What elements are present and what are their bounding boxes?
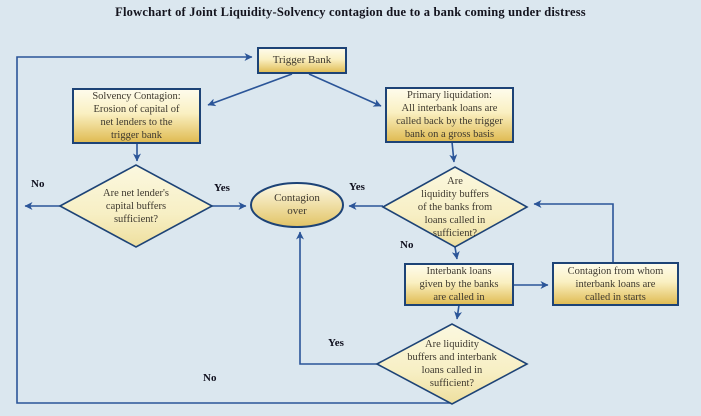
figure-title: Flowchart of Joint Liquidity-Solvency co… bbox=[115, 5, 586, 19]
node-final-decision-shape bbox=[375, 323, 529, 405]
node-interbank-loans-label: Interbank loans given by the banks are c… bbox=[419, 266, 499, 303]
node-solvency-contagion-shape bbox=[72, 88, 201, 144]
node-net-lenders-decision-shape bbox=[58, 164, 214, 248]
edge-label-no-liquidity: No bbox=[400, 239, 414, 251]
node-primary-liquidation-label: Primary liquidation: All interbank loans… bbox=[396, 90, 503, 140]
node-net-lenders-decision-label: Are net lender's capital buffers suffici… bbox=[102, 187, 170, 225]
node-contagion-over-label: Contagion over bbox=[274, 192, 320, 217]
edge-label-yes-final: Yes bbox=[328, 337, 344, 349]
node-solvency-contagion-label: Solvency Contagion: Erosion of capital o… bbox=[92, 91, 181, 141]
node-trigger-bank-shape bbox=[257, 47, 347, 74]
node-contagion-starts-label: Contagion from whom interbank loans are … bbox=[567, 265, 664, 303]
node-liquidity-buffers-decision-shape bbox=[381, 166, 529, 248]
edge-decision2-no bbox=[451, 246, 460, 260]
node-liquidity-buffers-decision-label: Are liquidity buffers of the banks from … bbox=[417, 175, 493, 239]
edge-no-final-loop-to-trigger bbox=[16, 53, 452, 404]
node-contagion-starts-shape bbox=[552, 262, 679, 306]
edge-trigger-to-primary bbox=[308, 73, 382, 107]
edge-trigger-to-solvency bbox=[207, 73, 293, 107]
edge-primary-to-decision bbox=[449, 141, 458, 163]
edge-label-no-net-lenders: No bbox=[31, 178, 45, 190]
node-primary-liquidation-shape bbox=[385, 87, 514, 143]
node-final-decision-label: Are liquidity buffers and interbank loan… bbox=[407, 339, 497, 389]
node-contagion-over-shape bbox=[250, 182, 344, 228]
edge-label-yes-net-lenders: Yes bbox=[214, 182, 230, 194]
node-trigger-bank-label: Trigger Bank bbox=[272, 54, 332, 66]
edge-label-yes-liquidity: Yes bbox=[349, 181, 365, 193]
node-interbank-loans-shape bbox=[404, 263, 514, 306]
edge-interbank-to-final-decision bbox=[454, 304, 463, 320]
edge-contagion-starts-to-decision2 bbox=[533, 200, 614, 263]
edge-final-yes-to-contagion-over bbox=[296, 231, 377, 365]
edge-label-no-final: No bbox=[203, 372, 217, 384]
